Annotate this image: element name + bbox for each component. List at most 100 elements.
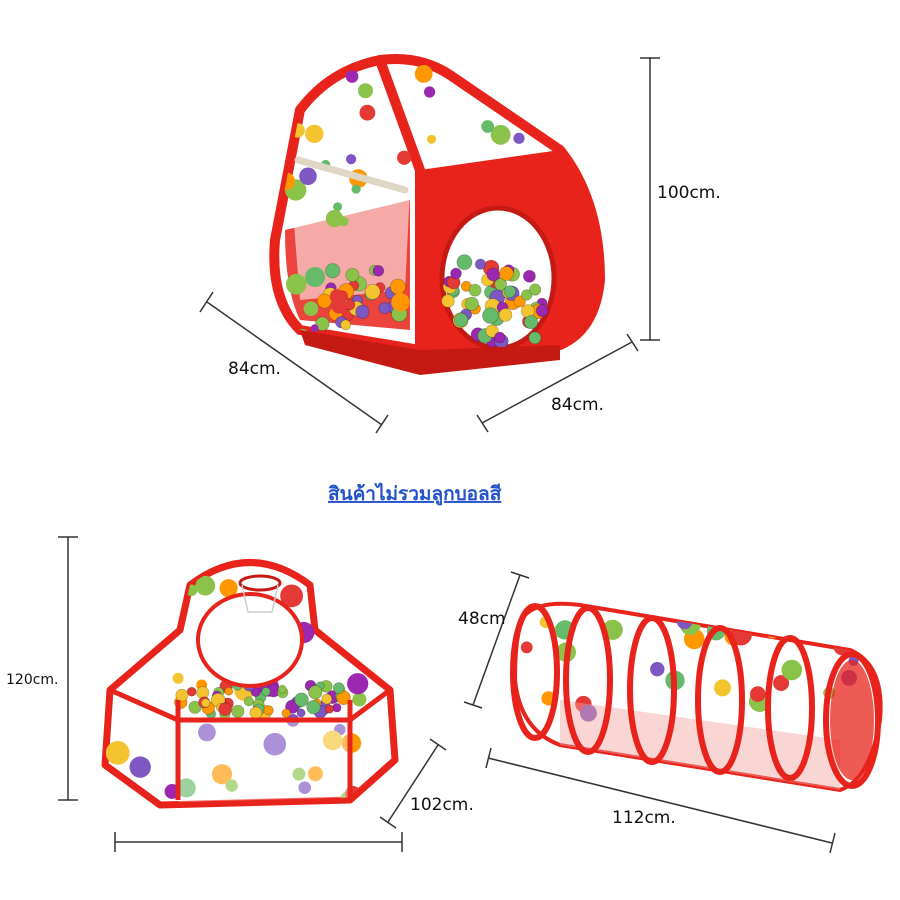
play-ball	[464, 296, 479, 311]
polka-dot	[129, 756, 151, 778]
polka-dot	[333, 202, 343, 212]
polka-dot	[781, 659, 803, 681]
pit-height-label: 120cm.	[6, 672, 59, 688]
polka-dot	[520, 641, 533, 654]
play-ball	[456, 254, 473, 271]
play-ball	[378, 302, 391, 315]
tent-depth-label: 84cm.	[551, 395, 604, 415]
play-ball	[324, 704, 335, 714]
play-ball	[364, 283, 381, 300]
polka-dot	[331, 297, 348, 314]
polka-dot	[303, 301, 319, 317]
polka-dot	[286, 273, 307, 295]
polka-dot	[579, 704, 597, 722]
tunnel-length-label: 112cm.	[612, 808, 676, 828]
play-ball	[494, 277, 508, 291]
polka-dot	[677, 605, 690, 617]
play-ball	[535, 304, 549, 318]
tunnel-length-dimension	[485, 747, 836, 854]
polka-dot	[315, 593, 328, 606]
polka-dot	[513, 132, 525, 144]
polka-dot	[280, 584, 303, 608]
polka-dot	[384, 772, 395, 786]
tunnel-diameter-label: 48cm	[458, 609, 506, 629]
tunnel-opening	[830, 660, 874, 780]
play-ball	[200, 698, 211, 708]
pit-width-dimension	[379, 738, 447, 829]
play-ball	[321, 693, 333, 705]
polka-dot	[750, 686, 766, 702]
play-ball	[308, 685, 323, 700]
tunnel-hoops	[510, 603, 881, 789]
polka-dot	[345, 70, 359, 83]
play-ball	[485, 324, 499, 338]
tent-height-dimension	[640, 57, 660, 341]
polka-dot	[120, 593, 132, 606]
play-ball	[277, 684, 287, 694]
play-ball	[294, 692, 309, 708]
polka-dot	[296, 562, 309, 568]
polka-dot	[325, 209, 344, 228]
play-ball	[314, 316, 330, 332]
tent-height-label: 100cm.	[657, 183, 721, 203]
play-ball	[325, 263, 341, 279]
play-ball	[316, 293, 332, 309]
polka-dot	[195, 575, 216, 596]
play-ball	[503, 285, 517, 298]
polka-dot	[758, 612, 779, 632]
play-ball	[453, 312, 469, 328]
play-ball	[332, 682, 345, 694]
polka-dot	[219, 579, 238, 598]
polka-dot	[533, 67, 544, 78]
no-balls-notice: สินค้าไม่รวมลูกบอลสี	[328, 482, 502, 506]
polka-dot	[141, 594, 156, 608]
polka-dot	[327, 618, 347, 639]
play-ball	[175, 688, 189, 702]
basketball-hoop	[238, 574, 282, 592]
play-ball	[498, 307, 513, 322]
polka-dot	[490, 124, 511, 145]
polka-dot	[397, 150, 412, 165]
polka-dot	[352, 692, 367, 707]
play-ball	[389, 278, 406, 295]
polka-dot	[818, 621, 840, 643]
polka-dot	[488, 59, 501, 71]
polka-dot	[307, 766, 323, 782]
polka-dot	[198, 723, 216, 742]
polka-dot	[211, 764, 233, 785]
tent-base	[300, 330, 560, 375]
polka-dot	[391, 293, 410, 312]
ball-pit-arch-opening	[196, 592, 304, 688]
polka-dot	[298, 781, 312, 794]
polka-dot	[176, 778, 196, 798]
polka-dot	[105, 741, 130, 765]
play-ball	[482, 307, 499, 324]
tent-support-rod	[294, 156, 409, 194]
play-ball	[336, 690, 351, 706]
polka-dot	[381, 569, 395, 592]
polka-dot	[388, 562, 395, 567]
play-tunnel	[510, 601, 883, 793]
polka-dot	[263, 732, 287, 756]
polka-dot	[292, 767, 306, 781]
play-ball	[468, 283, 482, 297]
play-ball	[231, 704, 245, 719]
play-ball	[441, 294, 455, 308]
polka-dot	[845, 635, 857, 648]
polka-dot	[346, 154, 357, 165]
polka-dot	[225, 779, 238, 792]
play-ball	[513, 295, 526, 308]
polka-dot	[813, 618, 826, 630]
polka-dot	[172, 672, 184, 684]
play-ball	[450, 267, 462, 280]
polka-dot	[427, 134, 437, 144]
play-ball	[186, 686, 197, 697]
polka-dot	[105, 635, 122, 654]
play-ball	[306, 700, 321, 715]
play-ball	[523, 314, 539, 330]
play-ball	[355, 304, 370, 319]
play-ball	[261, 687, 271, 697]
play-ball	[188, 700, 202, 714]
play-ball	[218, 702, 232, 716]
